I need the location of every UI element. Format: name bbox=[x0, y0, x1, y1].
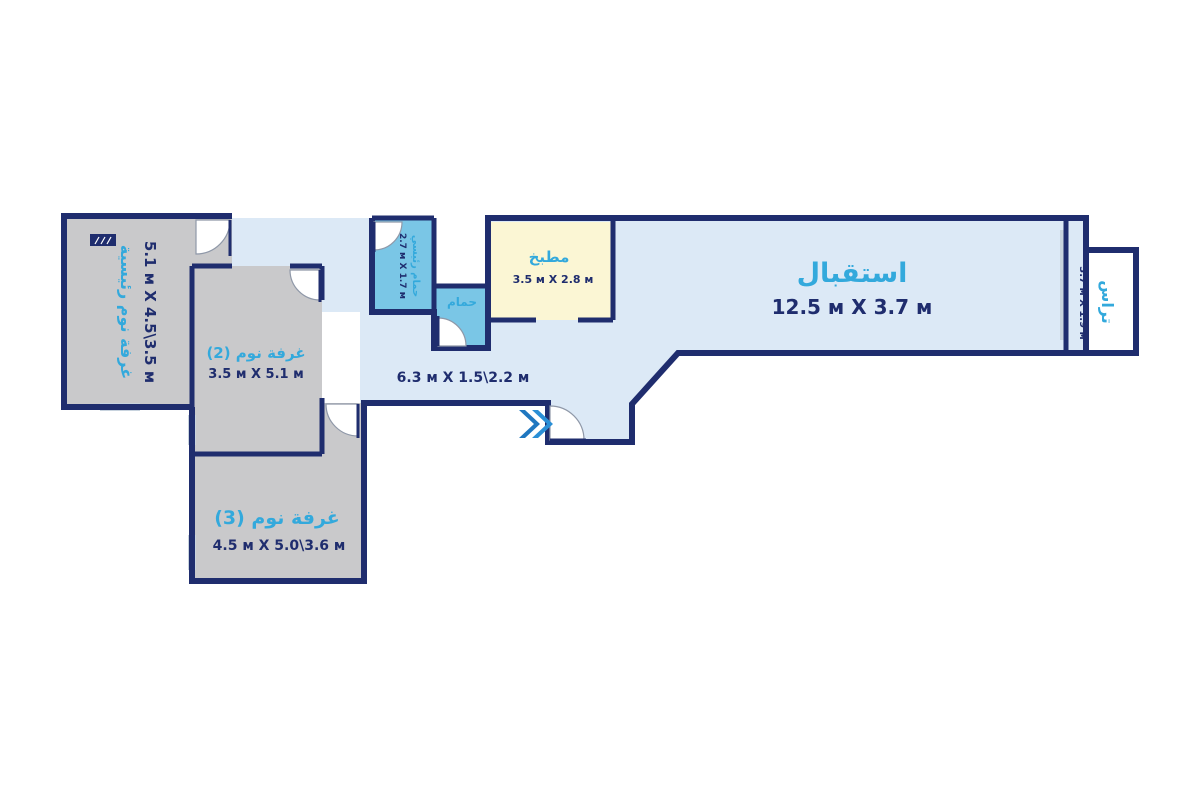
door-master-bedroom bbox=[195, 219, 232, 256]
master-bedroom-name: غرفة نوم رئيسية bbox=[117, 245, 136, 379]
kitchen-name: مطبخ bbox=[529, 248, 570, 266]
terrace-dims: 3.7 м X 1.9 м bbox=[1077, 266, 1088, 339]
door-entrance bbox=[549, 405, 586, 442]
terrace-name: تراس bbox=[1098, 280, 1117, 324]
exterior-wall bbox=[61, 213, 232, 410]
door-bath bbox=[436, 316, 467, 347]
bedroom-2-dims: 3.5 м X 5.1 м bbox=[208, 367, 303, 382]
bedroom-2-name: غرفة نوم (2) bbox=[206, 344, 305, 362]
bedroom-3-dims: 4.5 м X 5.0\3.6 м bbox=[213, 538, 346, 554]
master-bath-dims: 2.7 м X 1.7 м bbox=[397, 233, 407, 299]
master-bedroom-dims: 5.1 м X 4.5\3.5 м bbox=[141, 241, 159, 383]
door-bedroom-3 bbox=[325, 403, 360, 438]
reception-dims: 12.5 м X 3.7 м bbox=[772, 295, 933, 319]
living-floor bbox=[232, 218, 1086, 444]
corridor-dims: 6.3 м X 1.5\2.2 м bbox=[397, 370, 530, 386]
bedroom-3-floor bbox=[192, 403, 364, 581]
door-bedroom-2 bbox=[289, 269, 322, 302]
door-master-bath bbox=[372, 221, 403, 252]
entrance-chevron-icon bbox=[519, 410, 553, 438]
kitchen-dims: 3.5 м X 2.8 м bbox=[513, 273, 594, 286]
kitchen-floor bbox=[490, 222, 613, 320]
bedroom-3-name: غرفة نوم (3) bbox=[214, 507, 340, 529]
exterior-wall bbox=[189, 215, 1089, 584]
ac-unit-icon bbox=[90, 234, 116, 246]
master-bath-name: حمام رئيسي bbox=[410, 235, 421, 297]
terrace-floor bbox=[1086, 252, 1136, 352]
terrace-wall bbox=[1086, 247, 1139, 356]
reception-name: استقبال bbox=[797, 258, 908, 289]
bath-name: حمام bbox=[447, 295, 477, 310]
